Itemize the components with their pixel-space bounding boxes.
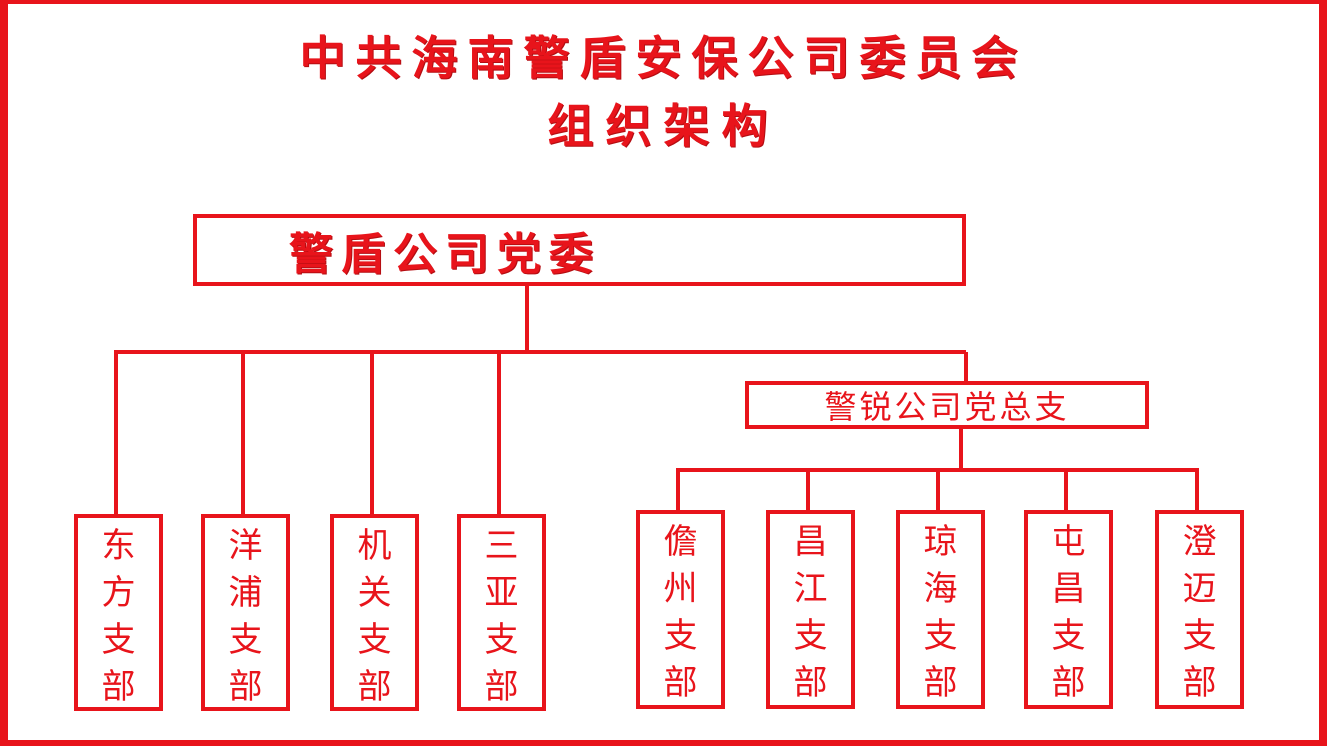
branch-danzhou-box: 儋州支部 [636, 510, 725, 709]
page-subtitle: 组织架构 [547, 99, 780, 153]
branch-changjiang-box: 昌江支部 [766, 510, 855, 709]
branch-yangpu-box: 洋浦支部 [201, 514, 290, 711]
general-branch-box: 警锐公司党总支 [745, 381, 1149, 429]
branch-chengmai-box: 澄迈支部 [1155, 510, 1244, 709]
root-party-committee-box: 警盾公司党委 [193, 214, 966, 286]
branch-qionghai-box: 琼海支部 [896, 510, 985, 709]
page-title: 中共海南警盾安保公司委员会 [299, 31, 1028, 85]
branch-tunchang-box: 屯昌支部 [1024, 510, 1113, 709]
branch-sanya-box: 三亚支部 [457, 514, 546, 711]
branch-jiguan-box: 机关支部 [330, 514, 419, 711]
branch-dongfang-box: 东方支部 [74, 514, 163, 711]
